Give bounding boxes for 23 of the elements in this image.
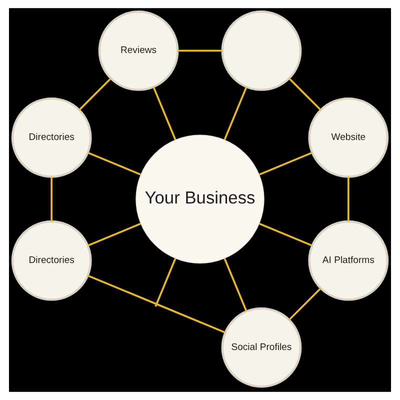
connector <box>178 50 222 52</box>
connector <box>154 258 176 307</box>
node-circle: Directories <box>11 97 92 178</box>
connector <box>347 176 350 222</box>
connector <box>259 222 312 246</box>
node-circle: AI Platforms <box>308 220 389 301</box>
connector <box>50 176 53 222</box>
connector <box>87 274 226 334</box>
connector <box>152 86 176 140</box>
connector <box>288 78 322 111</box>
connector <box>88 222 141 246</box>
node-circle: Your Business <box>136 134 264 264</box>
connector <box>259 152 312 176</box>
connector <box>88 152 141 176</box>
node-circle: Social Profiles <box>221 307 302 388</box>
connector <box>288 288 322 320</box>
node-circle: Reviews <box>98 10 179 91</box>
node-circle: Directories <box>11 220 92 301</box>
connector <box>224 258 248 312</box>
node-circle: Website <box>308 97 389 178</box>
connector <box>78 78 112 111</box>
node-circle <box>221 10 302 91</box>
connector <box>224 86 248 140</box>
